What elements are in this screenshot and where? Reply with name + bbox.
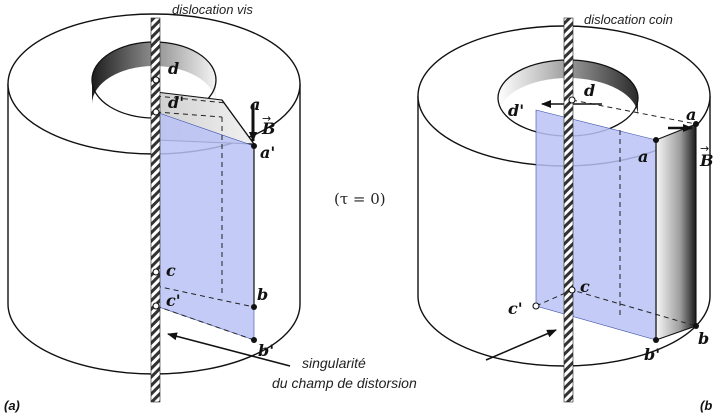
burgers-overarrow-screw: → — [262, 112, 271, 125]
label-d-prime-screw: d' — [168, 93, 184, 112]
hidden-edge-screw-top — [155, 95, 227, 104]
label-c-prime-edge: c' — [508, 299, 523, 318]
label-d-screw: d — [168, 59, 179, 78]
burgers-overarrow-edge: → — [700, 142, 709, 155]
label-a-prime-screw: a' — [260, 143, 275, 162]
point-b-screw — [251, 304, 257, 310]
panel-label-a: (a) — [4, 398, 20, 413]
label-c-edge: c — [580, 277, 590, 296]
label-b-screw: b — [257, 285, 268, 304]
point-a-prime-edge — [653, 137, 659, 143]
label-d-edge: d — [584, 81, 595, 100]
point-b-edge — [693, 323, 699, 329]
point-b-prime-edge — [653, 337, 659, 343]
point-a-edge — [693, 121, 699, 127]
point-b-prime-screw — [251, 337, 257, 343]
label-c-screw: c — [166, 261, 176, 280]
point-c-edge — [568, 286, 576, 294]
hidden-edge-screw-bottom — [155, 285, 255, 308]
label-a-edge: a — [686, 105, 696, 124]
label-b-edge: b — [698, 329, 709, 348]
singularity-label-line1: singularité — [302, 355, 366, 371]
label-burgers-edge: B — [699, 151, 714, 170]
points-edge — [532, 96, 699, 343]
panel-label-b: (b — [700, 398, 712, 413]
cylinder-screw-bore — [92, 42, 216, 104]
label-burgers-screw: B — [261, 119, 276, 138]
singularity-label-line2: du champ de distorsion — [272, 375, 417, 391]
label-a-prime-edge: a — [638, 147, 648, 166]
point-c-screw — [152, 268, 160, 276]
point-a-prime-screw — [251, 143, 257, 149]
dislocation-line-edge — [563, 17, 574, 403]
point-c-prime-screw — [152, 302, 160, 310]
cut-edge-screw-top — [221, 99, 255, 145]
point-d-edge — [568, 96, 576, 104]
point-d-prime-screw — [152, 108, 160, 116]
cut-plane-edge — [535, 109, 657, 341]
hidden-edge-screw-mid — [155, 111, 223, 118]
pointer-arrow-left — [167, 332, 291, 367]
point-d-screw — [152, 76, 160, 84]
label-b-prime-screw: b' — [258, 341, 274, 360]
title-screw-dislocation: dislocation vis — [172, 2, 253, 17]
cylinder-edge-bore — [498, 60, 638, 116]
stress-condition: (τ = 0) — [334, 190, 386, 208]
title-edge-dislocation: dislocation coin — [584, 12, 673, 27]
points-screw — [152, 76, 257, 343]
dislocation-line-screw — [150, 17, 161, 403]
label-a-screw: a — [250, 95, 260, 114]
pointer-arrow-right — [485, 329, 557, 361]
cylinder-edge-extra-face — [655, 123, 697, 341]
label-b-prime-edge: b' — [644, 345, 660, 364]
label-c-prime-screw: c' — [166, 291, 181, 310]
point-c-prime-edge — [532, 302, 540, 310]
label-d-prime-edge: d' — [508, 101, 524, 120]
